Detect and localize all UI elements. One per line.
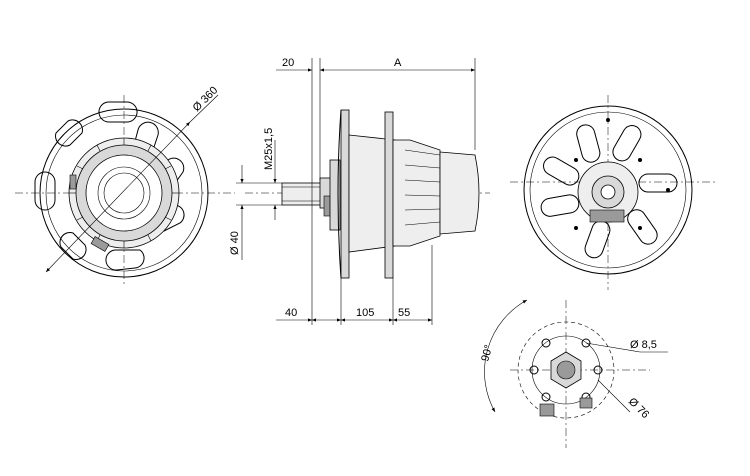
dim-len-40: 40 <box>285 307 297 319</box>
dim-angle-90: 90° <box>479 344 495 363</box>
dim-diameter-40: Ø 40 <box>229 231 241 255</box>
dim-len-105: 105 <box>356 307 374 319</box>
dim-A: A <box>394 57 402 69</box>
dim-diameter-76: Ø 76 <box>626 396 651 421</box>
dim-len-55: 55 <box>398 307 410 319</box>
right-rear-view <box>510 95 718 290</box>
dim-width-20: 20 <box>282 57 294 69</box>
detail-view <box>484 299 668 448</box>
left-front-view <box>15 94 235 285</box>
dim-thread: M25x1,5 <box>263 128 275 170</box>
dim-hole-8-5: Ø 8,5 <box>630 339 657 351</box>
dim-diameter-360: Ø 360 <box>191 84 221 114</box>
middle-side-view <box>236 58 490 325</box>
